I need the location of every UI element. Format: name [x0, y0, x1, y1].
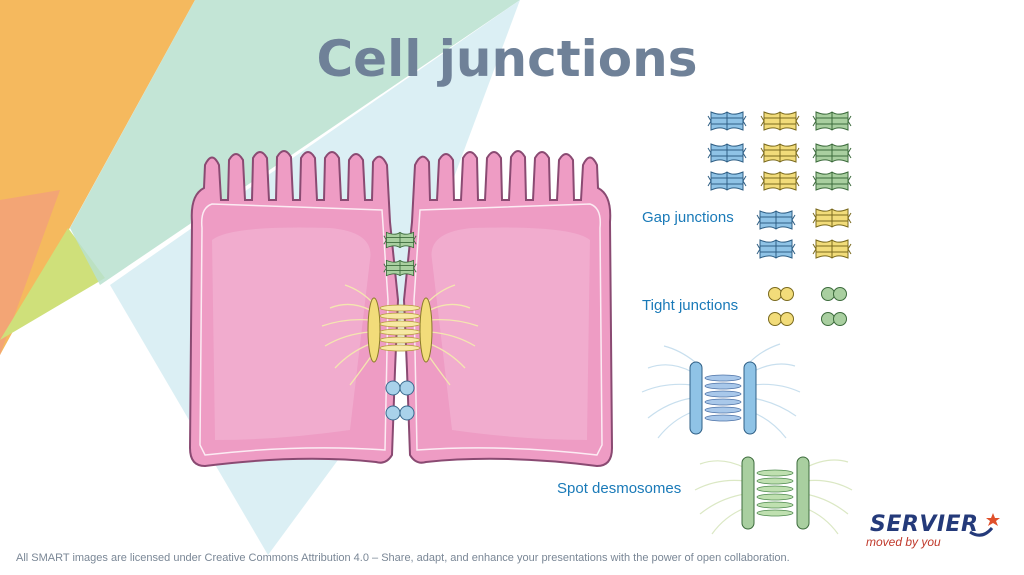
gap-junction-connector	[383, 259, 417, 277]
tight-junctions-label: Tight junctions	[642, 297, 739, 314]
slide-title: Cell junctions	[316, 30, 698, 88]
left-cell	[188, 150, 400, 468]
license-footer: All SMART images are licensed under Crea…	[16, 552, 790, 564]
desmosome-plaque-left	[367, 297, 381, 363]
desmosome-plaque-right	[419, 297, 433, 363]
desmosome-cadherins	[379, 304, 421, 352]
gap-junction-icon	[812, 143, 852, 163]
gap-junction-connector	[383, 231, 417, 249]
gap-junction-icon	[812, 171, 852, 191]
right-cell-inner-line	[413, 203, 603, 456]
gap-junction-icon	[707, 143, 747, 163]
lime-triangle	[0, 228, 105, 340]
gap-junction-icon	[760, 143, 800, 163]
gap-junction-icon	[707, 111, 747, 131]
servier-logo: SERVIER moved by you	[866, 512, 979, 549]
right-cell-highlight	[431, 227, 590, 440]
gap-junction-icon	[707, 171, 747, 191]
brand-name: SERVIER	[870, 512, 979, 537]
cell-desmosome	[321, 284, 479, 386]
spot-desmosome-icon-green	[694, 456, 853, 535]
brand-tagline: moved by you	[866, 535, 941, 549]
cell-tight-junctions	[385, 380, 415, 421]
left-cell-highlight	[212, 227, 371, 440]
servier-smile-icon	[969, 526, 994, 537]
servier-star-icon	[986, 513, 1000, 526]
gap-junction-icon	[812, 208, 852, 228]
gap-junction-icon	[760, 111, 800, 131]
right-cell	[402, 150, 614, 468]
green-triangle	[70, 0, 520, 285]
gap-junction-icon	[812, 111, 852, 131]
gap-junction-icon	[760, 171, 800, 191]
gap-junction-icons	[707, 111, 852, 259]
gap-junction-icon	[756, 210, 796, 230]
desmosome-fibers	[321, 284, 479, 386]
gap-junction-icon	[812, 239, 852, 259]
spot-desmosomes-label: Spot desmosomes	[557, 480, 682, 497]
gap-junction-icon	[756, 239, 796, 259]
gap-junctions-label: Gap junctions	[642, 209, 734, 226]
tight-junction-icons	[768, 287, 847, 326]
salmon-triangle	[0, 190, 60, 355]
left-cell-inner-line	[199, 203, 389, 456]
spot-desmosome-icon-blue	[641, 343, 801, 439]
